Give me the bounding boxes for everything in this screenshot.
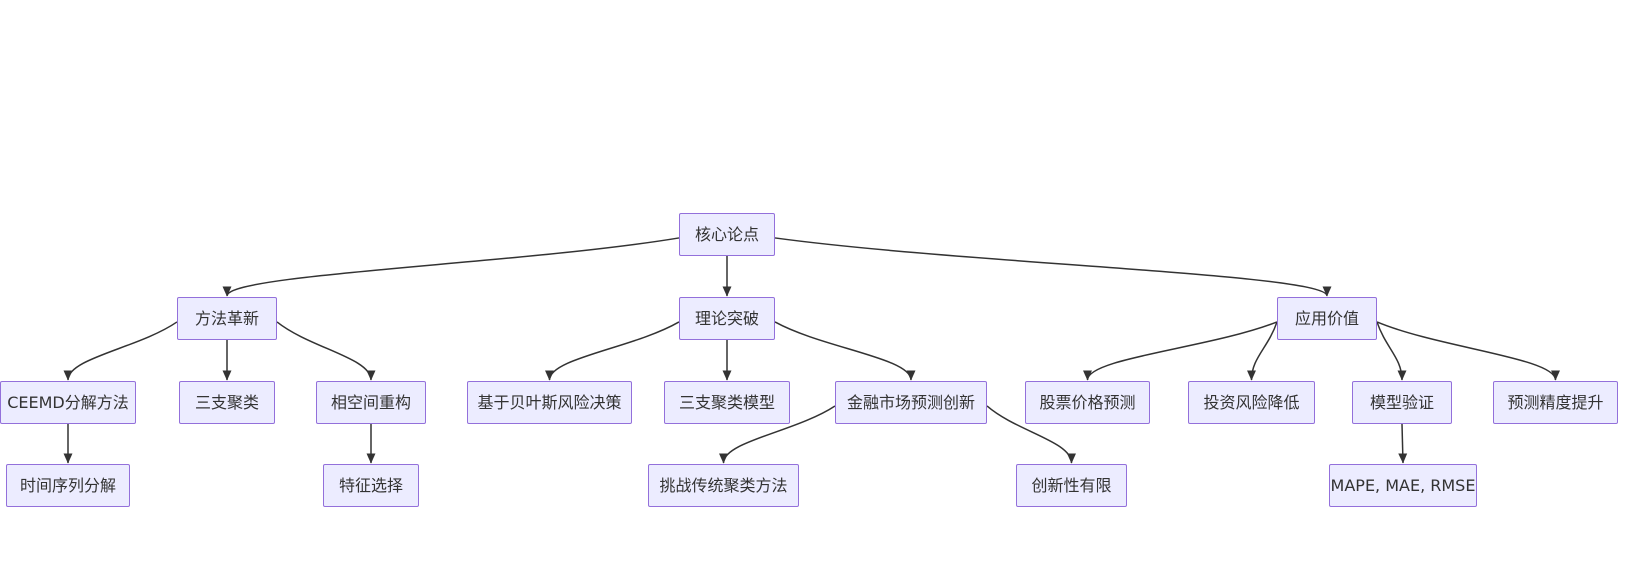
edge-model-valid-to-metrics	[1398, 423, 1408, 464]
node-bayes-risk: 基于贝叶斯风险决策	[467, 381, 632, 424]
node-label-model-valid: 模型验证	[1369, 392, 1434, 412]
edge-theory-to-bayes-risk	[545, 321, 680, 381]
node-label-three-way-model: 三支聚类模型	[678, 392, 775, 412]
edge-theory-to-fin-market	[774, 321, 916, 381]
node-label-three-way: 三支聚类	[194, 392, 259, 412]
node-limited-innov: 创新性有限	[1016, 464, 1127, 507]
edge-fin-market-to-challenge	[719, 405, 836, 464]
node-metrics: MAPE, MAE, RMSE	[1329, 464, 1477, 507]
node-three-way-model: 三支聚类模型	[664, 381, 790, 424]
node-phase-space: 相空间重构	[316, 381, 426, 424]
node-ts-decomp: 时间序列分解	[6, 464, 130, 507]
edge-core-to-method	[222, 237, 680, 297]
edge-core-to-application	[774, 237, 1332, 297]
node-challenge: 挑战传统聚类方法	[648, 464, 799, 507]
node-label-bayes-risk: 基于贝叶斯风险决策	[477, 392, 622, 412]
node-label-fin-market: 金融市场预测创新	[846, 392, 975, 412]
node-label-limited-innov: 创新性有限	[1031, 475, 1112, 495]
node-feature-sel: 特征选择	[323, 464, 419, 507]
node-invest-risk: 投资风险降低	[1188, 381, 1315, 424]
node-fin-market: 金融市场预测创新	[835, 381, 987, 424]
node-method: 方法革新	[177, 297, 277, 340]
node-label-ceemd: CEEMD分解方法	[7, 392, 129, 412]
node-label-challenge: 挑战传统聚类方法	[659, 475, 788, 495]
node-label-feature-sel: 特征选择	[338, 475, 403, 495]
node-label-stock-pred: 股票价格预测	[1039, 392, 1136, 412]
node-label-phase-space: 相空间重构	[330, 392, 411, 412]
edge-method-to-phase-space	[276, 321, 376, 381]
node-label-theory: 理论突破	[694, 308, 759, 328]
node-theory: 理论突破	[679, 297, 775, 340]
node-three-way: 三支聚类	[179, 381, 275, 424]
node-label-ts-decomp: 时间序列分解	[19, 475, 116, 495]
node-ceemd: CEEMD分解方法	[0, 381, 136, 424]
node-label-method: 方法革新	[194, 308, 259, 328]
edge-application-to-invest-risk	[1247, 321, 1278, 381]
edge-method-to-ceemd	[63, 321, 178, 381]
node-pred-precision: 预测精度提升	[1493, 381, 1618, 424]
node-label-metrics: MAPE, MAE, RMSE	[1330, 475, 1476, 495]
edge-application-to-pred-precision	[1376, 321, 1560, 381]
edge-application-to-stock-pred	[1083, 321, 1278, 381]
edge-fin-market-to-limited-innov	[986, 405, 1076, 464]
node-label-pred-precision: 预测精度提升	[1507, 392, 1604, 412]
node-label-application: 应用价值	[1294, 308, 1359, 328]
node-model-valid: 模型验证	[1352, 381, 1452, 424]
edge-application-to-model-valid	[1376, 321, 1407, 381]
node-core: 核心论点	[679, 213, 775, 256]
node-application: 应用价值	[1277, 297, 1377, 340]
node-stock-pred: 股票价格预测	[1025, 381, 1150, 424]
node-label-core: 核心论点	[694, 224, 759, 244]
node-label-invest-risk: 投资风险降低	[1203, 392, 1300, 412]
